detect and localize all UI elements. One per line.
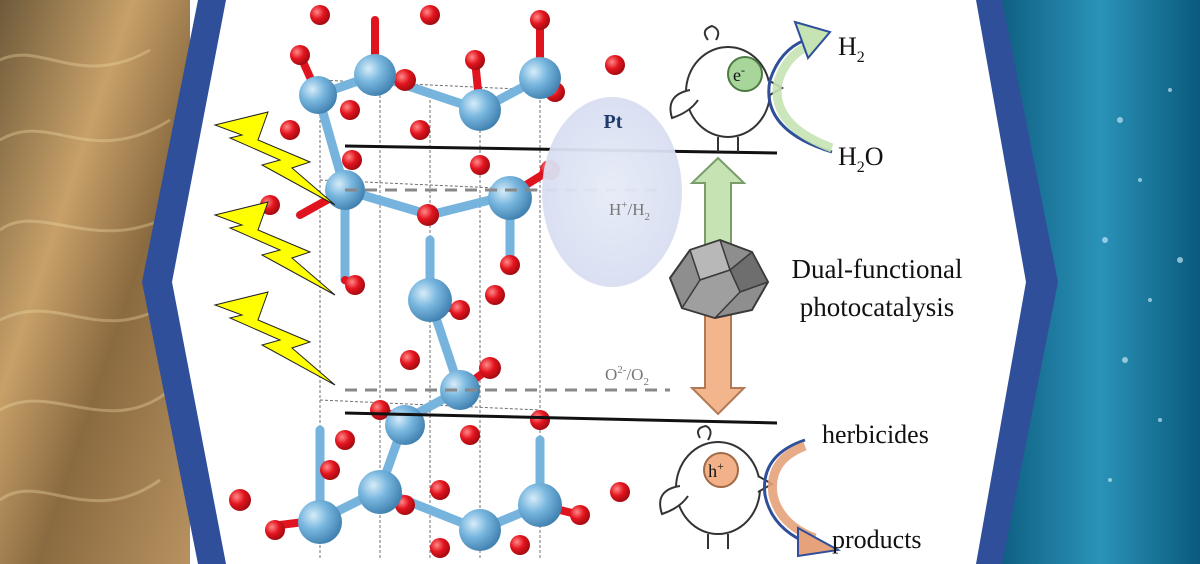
electron-label: e- bbox=[733, 63, 745, 85]
water-bubbles bbox=[1102, 88, 1183, 482]
sand-texture bbox=[0, 48, 181, 503]
title-line-1: Dual-functional bbox=[792, 254, 963, 284]
curved-arrow-fill bbox=[772, 41, 834, 153]
lightning-bolt-icon bbox=[213, 201, 336, 296]
oxygen-atoms bbox=[229, 5, 630, 558]
lightning-bolts bbox=[213, 111, 336, 386]
valence-band-line bbox=[344, 411, 778, 425]
products-label: products bbox=[832, 525, 922, 554]
lightning-bolt-icon bbox=[213, 111, 336, 206]
title-line-2: photocatalysis bbox=[800, 292, 954, 322]
hole-label: h+ bbox=[708, 459, 724, 481]
curved-arrow-icon bbox=[767, 38, 833, 154]
curved-arrow-fill bbox=[767, 441, 817, 543]
h2-label: H2 bbox=[838, 32, 865, 66]
rock-catalyst-icon bbox=[668, 238, 770, 320]
electron-badge bbox=[727, 56, 763, 92]
hole-badge bbox=[703, 452, 739, 488]
bird-hole-icon bbox=[659, 424, 775, 549]
pt-label: Pt bbox=[604, 111, 623, 133]
lightning-bolt-icon bbox=[213, 291, 336, 386]
curved-arrow-icon bbox=[763, 438, 813, 547]
pt-cocatalyst bbox=[542, 97, 682, 287]
hydrogen-potential-label: H+/H2 bbox=[609, 199, 650, 223]
h2o-label: H2O bbox=[838, 142, 884, 176]
curved-arrow-head bbox=[797, 526, 842, 558]
oxygen-potential-label: O2-/O2 bbox=[605, 364, 649, 388]
herbicides-label: herbicides bbox=[822, 420, 929, 449]
curved-arrow-head bbox=[793, 20, 832, 60]
